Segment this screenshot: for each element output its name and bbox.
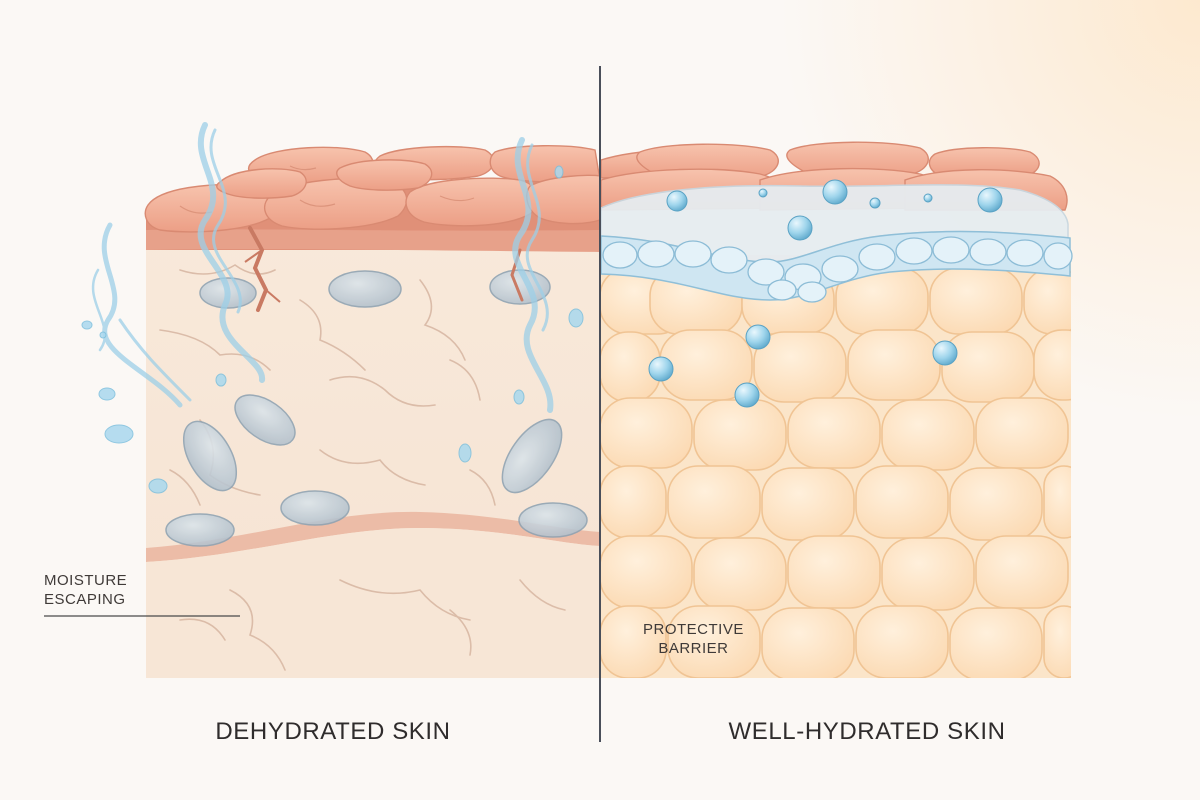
dry-cells [165,269,588,547]
dry-lower-band [146,511,600,562]
dehydrated-skin-caption: DEHYDRATED SKIN [215,718,451,745]
barrier-cells [602,236,1073,303]
moisture-escaping-label: MOISTURE ESCAPING [44,572,128,608]
hydrated-cells [601,267,1071,678]
protective-barrier-label: PROTECTIVE BARRIER [643,621,744,657]
escaping-droplets [81,165,584,494]
moisture-wisps [91,122,554,413]
dry-scale-layer [144,145,601,312]
water-droplets [648,179,1003,408]
hydrated-skin-caption: WELL-HYDRATED SKIN [728,718,1006,745]
dehydrated-skin-block [81,122,601,678]
hydrated-skin-block [600,141,1073,678]
